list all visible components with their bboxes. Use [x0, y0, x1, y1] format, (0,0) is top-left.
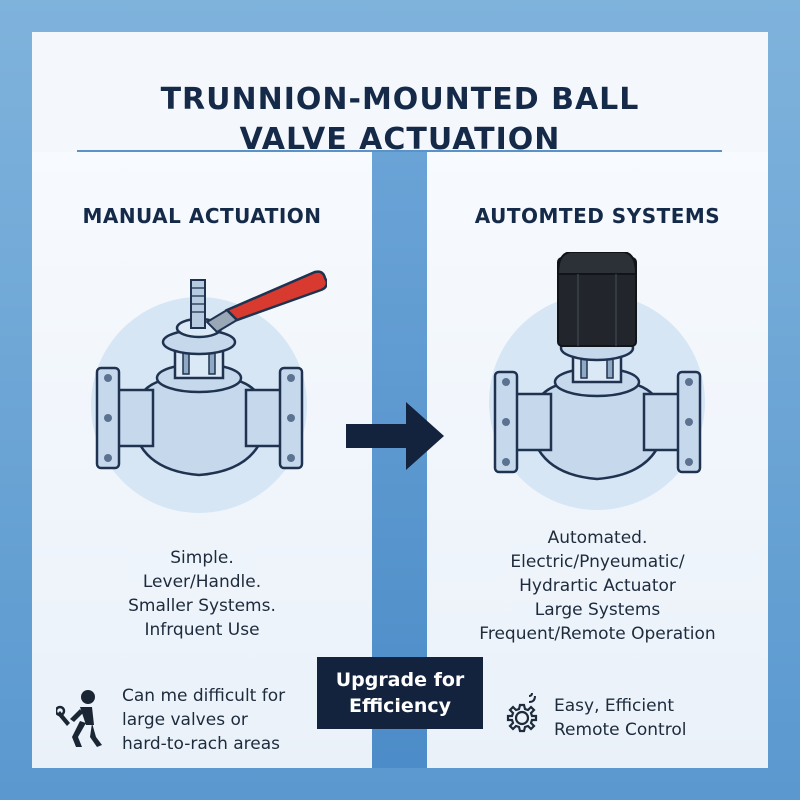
- manual-note-line-3: hard-to-rach areas: [122, 734, 281, 754]
- automated-panel: AUTOMTED SYSTEMS Automated. Ele: [427, 152, 768, 768]
- manual-features: Simple. Lever/Handle. Smaller Systems. I…: [32, 546, 372, 642]
- manual-feature-1: Simple.: [170, 548, 234, 568]
- automated-feature-1: Automated.: [547, 528, 648, 548]
- automated-valve-illustration: [489, 252, 705, 510]
- infographic-card: TRUNNION-MOUNTED BALL VALVE ACTUATION MA…: [32, 32, 768, 768]
- automated-heading: AUTOMTED SYSTEMS: [474, 204, 721, 228]
- automated-note-line-2: Remote Control: [554, 720, 687, 740]
- manual-note-line-1: Can me difficult for: [122, 686, 286, 706]
- automated-feature-5: Frequent/Remote Operation: [479, 624, 716, 644]
- manual-feature-2: Lever/Handle.: [142, 572, 262, 592]
- automated-feature-3: Hydrartic Actuator: [519, 576, 676, 596]
- manual-feature-4: Infrquent Use: [144, 620, 260, 640]
- title-divider: [77, 150, 722, 152]
- manual-panel: MANUAL ACTUATION: [32, 152, 372, 768]
- manual-note: Can me difficult for large valves or har…: [122, 684, 285, 756]
- upgrade-label: Upgrade for Efficiency: [317, 657, 483, 729]
- automated-feature-4: Large Systems: [534, 600, 661, 620]
- manual-valve-illustration: [91, 270, 327, 513]
- automated-note-line-1: Easy, Efficient: [554, 696, 675, 716]
- automated-note: Easy, Efficient Remote Control: [554, 694, 686, 742]
- automated-features: Automated. Electric/Pnyeumatic/ Hydrarti…: [427, 526, 768, 646]
- manual-feature-3: Smaller Systems.: [128, 596, 276, 616]
- gear-remote-icon: [506, 692, 538, 733]
- manual-note-line-2: large valves or: [122, 710, 248, 730]
- upgrade-label-line-1: Upgrade for: [335, 669, 465, 691]
- right-arrow-icon: [346, 402, 444, 470]
- manual-heading: MANUAL ACTUATION: [82, 204, 322, 228]
- automated-feature-2: Electric/Pnyeumatic/: [510, 552, 685, 572]
- page-title: TRUNNION-MOUNTED BALL VALVE ACTUATION: [32, 80, 768, 160]
- title-line-1: TRUNNION-MOUNTED BALL: [160, 82, 640, 117]
- person-with-wrench-icon: [56, 690, 102, 747]
- upgrade-label-line-2: Efficiency: [348, 695, 451, 717]
